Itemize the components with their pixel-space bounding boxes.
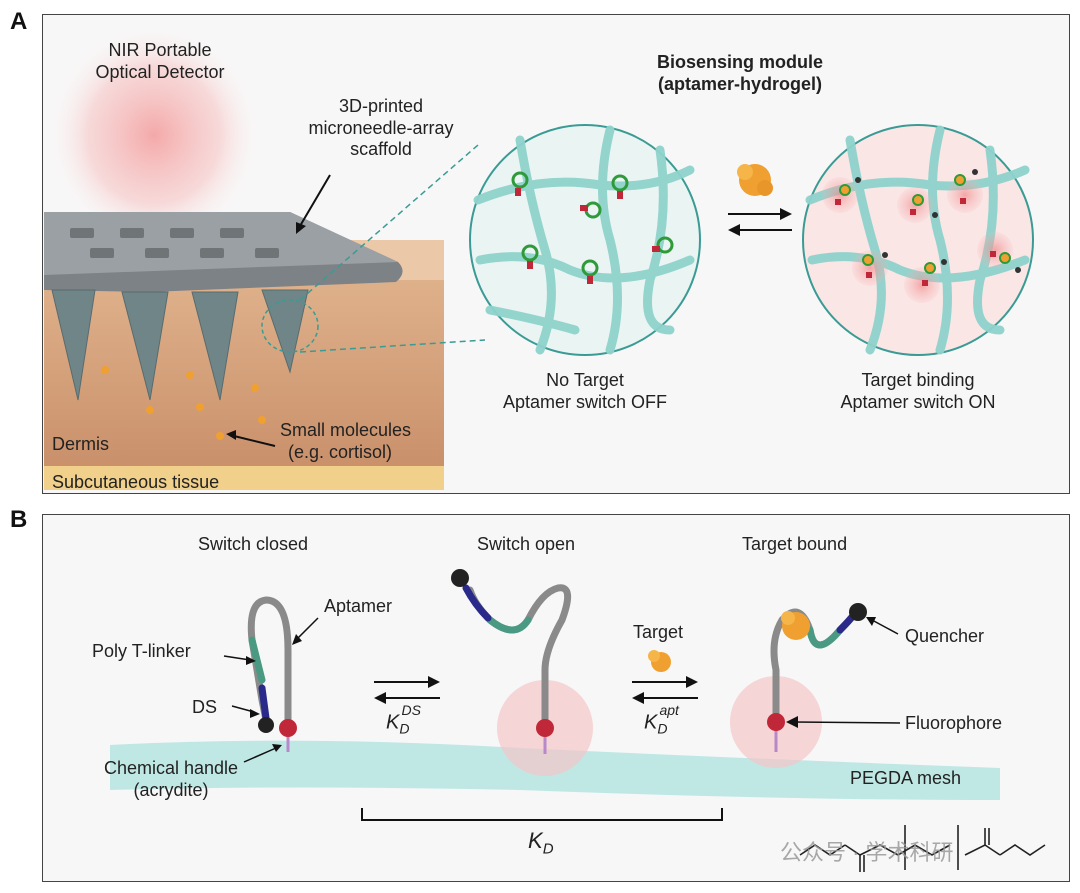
kd-total-sub: D [542,840,554,858]
subcutaneous-layer [44,466,444,490]
panel-b-letter: B [10,506,28,533]
state-off-line1: No Target [546,370,624,390]
needle-1 [51,289,96,401]
closed-quencher [258,717,274,733]
module-title-line2: (aptamer-hydrogel) [657,73,823,94]
kd-apt-symbol: KDapt [644,702,679,737]
kd-total-symbol: KD [528,828,554,858]
scaffold-label-line1: 3D-printed [338,96,424,116]
fluorophore-label: Fluorophore [905,713,1003,733]
nir-glow [44,20,264,250]
dermis-label: Dermis [52,434,109,454]
watermark: 公众号 · 学术科研 [780,840,954,865]
aptamer-label: Aptamer [324,596,393,616]
detector-label-line1: NIR Portable [108,40,212,60]
detector-label: NIR Portable Optical Detector [80,40,240,83]
module-title-line1: Biosensing module [656,52,824,72]
open-quencher [451,569,469,587]
state-on-label: Target binding Aptamer switch ON [808,370,1028,413]
needle-4 [261,289,309,374]
pegda-mesh-label: PEGDA mesh [850,768,962,788]
kd-bracket [361,808,723,821]
zoom-ellipse [261,299,319,353]
scaffold-label: 3D-printed microneedle-array scaffold [286,96,476,161]
needle-2 [121,291,169,401]
panel-a-letter: A [10,8,28,35]
kd-apt-sub: D [657,720,668,737]
kd-ds-sub: D [399,720,410,737]
subcutaneous-label: Subcutaneous tissue [52,472,220,492]
scaffold-label-line3: scaffold [350,139,412,160]
state-on-line2: Aptamer switch ON [840,391,996,412]
kd-total-k: K [528,828,543,853]
kd-ds-k: K [386,711,400,734]
open-fluorophore [536,719,554,737]
target-label: Target [633,622,684,642]
switch-open-label: Switch open [477,534,576,554]
pegda-structure [799,825,1046,872]
kd-apt-k: K [644,711,658,734]
chemical-handle-line1: Chemical handle [103,758,239,778]
needle-3 [191,291,239,401]
kd-ds-sup: DS [401,702,421,718]
scaffold-plate-top [44,212,398,275]
ds-label: DS [192,697,218,717]
chemical-handle-line2: (acrydite) [133,779,209,800]
detector-label-line2: Optical Detector [95,61,225,82]
closed-fluorophore [279,719,297,737]
bound-quencher [849,603,867,621]
state-on-line1: Target binding [861,370,975,390]
switch-closed-label: Switch closed [198,534,309,554]
closed-aptamer-strand [247,596,292,732]
chemical-handle-label: Chemical handle (acrydite) [76,758,266,801]
state-off-line2: Aptamer switch OFF [502,391,668,412]
state-off-label: No Target Aptamer switch OFF [480,370,690,413]
small-molecules-line1: Small molecules [280,420,412,440]
bound-fluorophore [767,713,785,731]
small-molecules-label: Small molecules (e.g. cortisol) [280,420,411,463]
quencher-label: Quencher [905,626,985,646]
poly-t-linker-label: Poly T-linker [92,641,191,661]
target-bound-label: Target bound [742,534,848,554]
module-title: Biosensing module (aptamer-hydrogel) [610,52,870,95]
scaffold-label-line2: microneedle-array [308,117,454,138]
kd-apt-sup: apt [659,702,679,718]
small-molecules-line2: (e.g. cortisol) [288,441,393,462]
kd-ds-symbol: KD DS [386,702,421,737]
